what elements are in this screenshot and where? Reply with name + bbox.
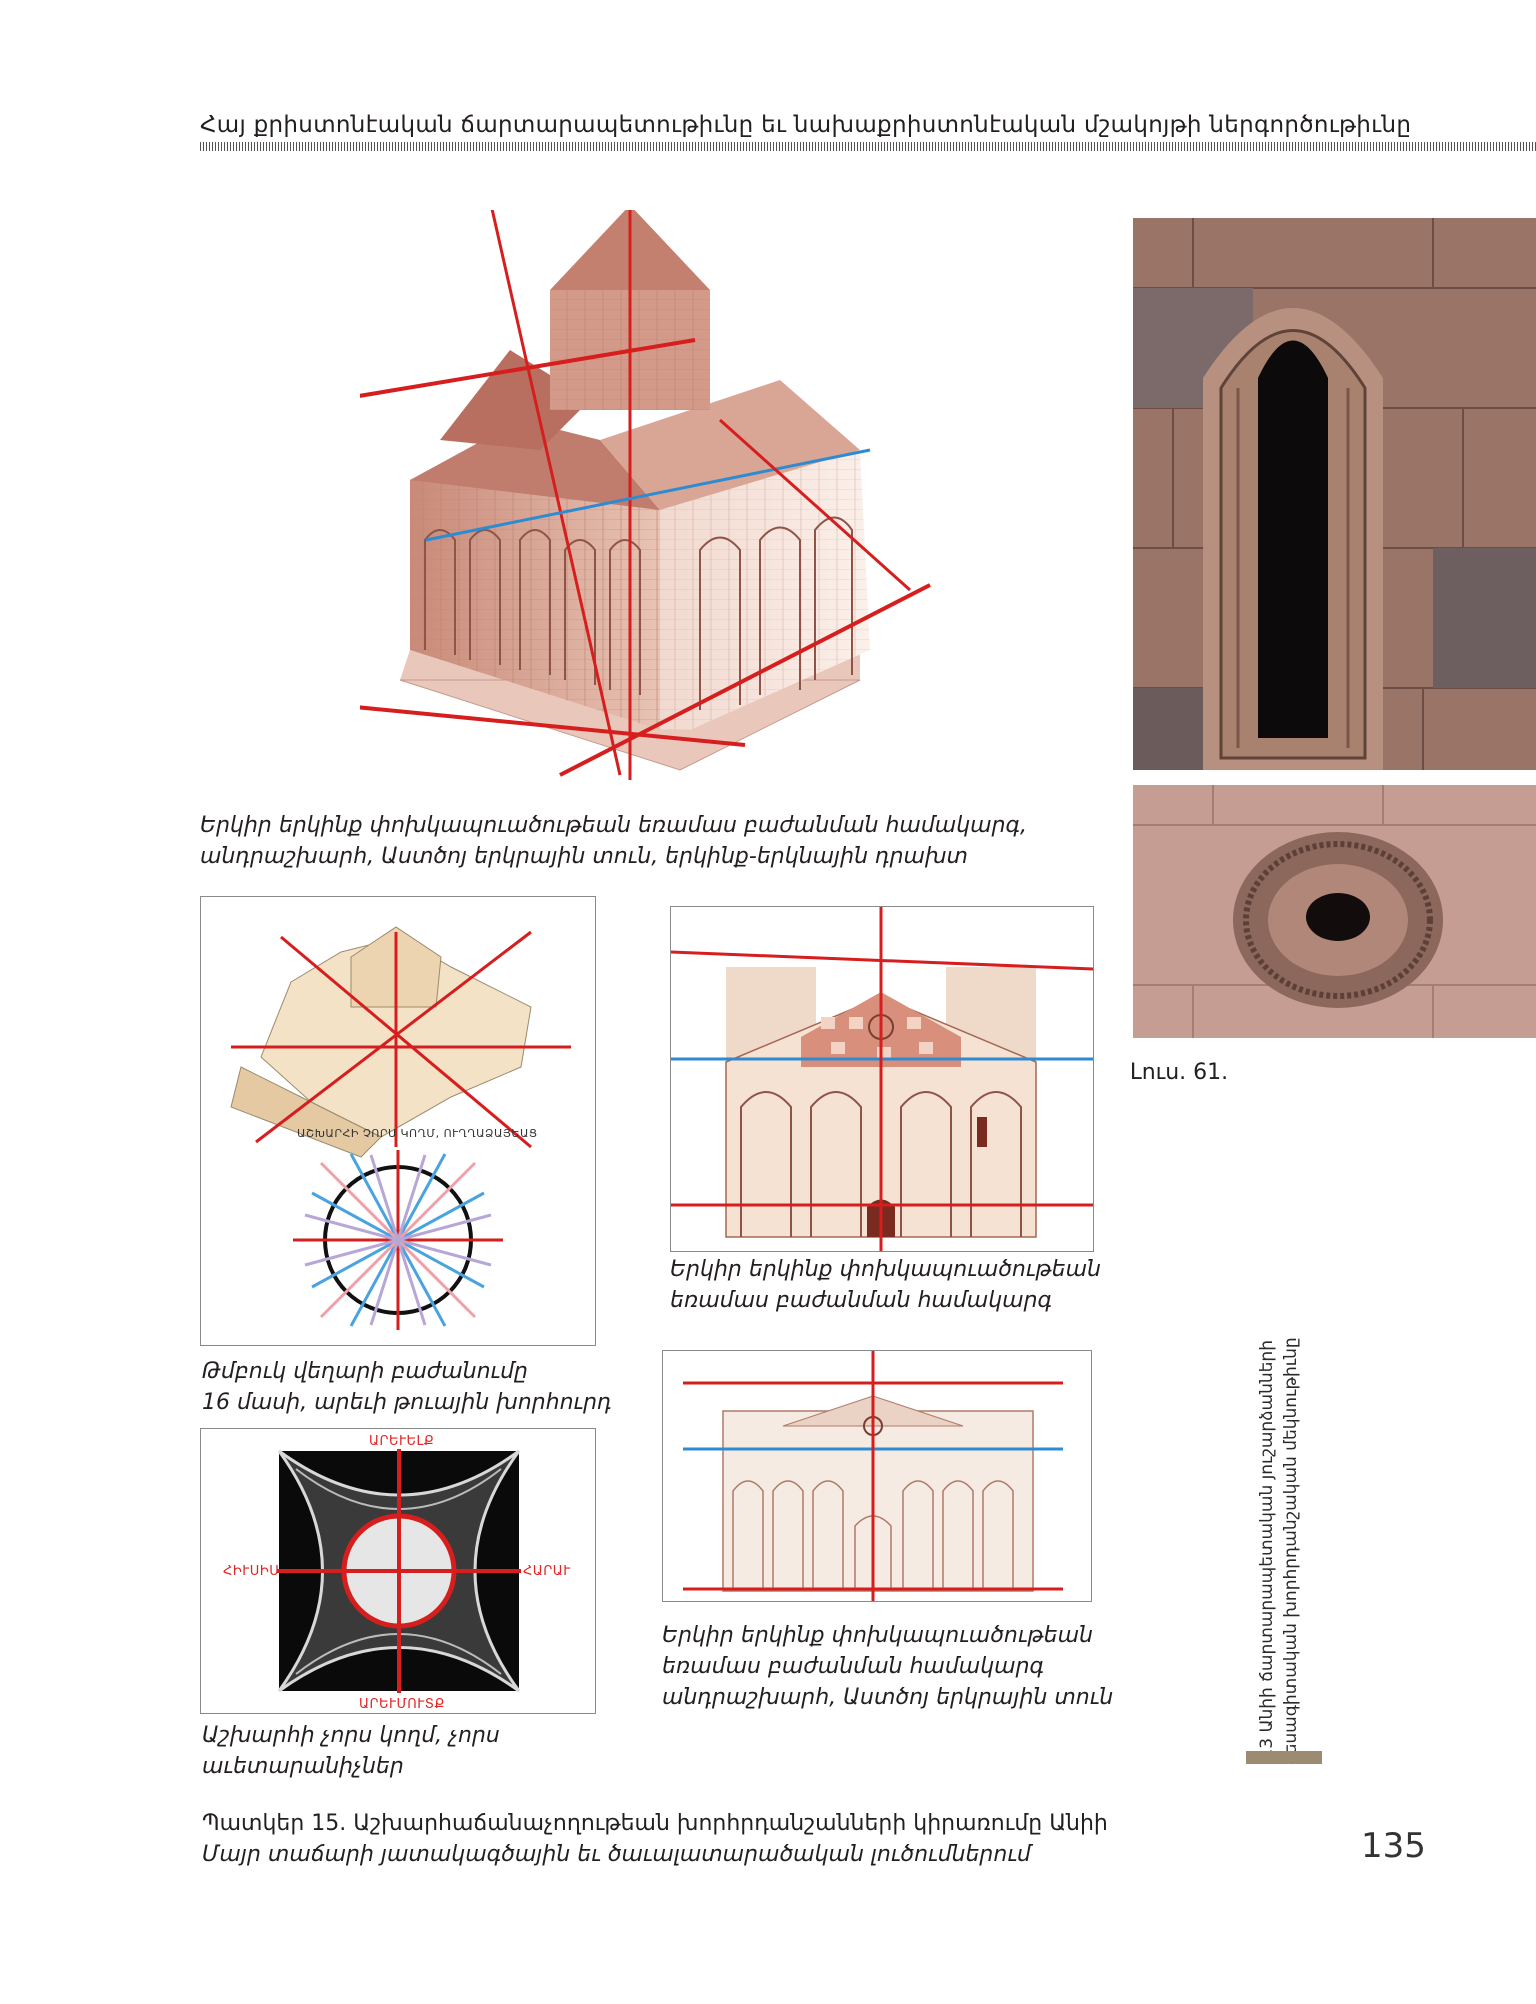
running-header: Հայ քրիստոնէական ճարտարապետութիւնը եւ նա… xyxy=(200,112,1412,138)
label-north: ԱՐԵՒԵԼՔ xyxy=(369,1434,434,1449)
cathedral-caption-line-2: անդրաշխարհ, Աստծոյ երկրային տուն, երկինք… xyxy=(200,844,968,869)
chapter-sidebar: 3.3 Անիի ճարտարապետական յուշարձանների ծե… xyxy=(1255,1245,1327,1765)
facade-top-caption-line-1: Երկիր երկինք փոխկապուածութեան xyxy=(670,1257,1101,1282)
figure-caption-line-2: Մայր տաճարի յատակագծային եւ ծաւալատարածա… xyxy=(202,1842,1031,1867)
facade-bottom-diagram xyxy=(683,1351,1063,1601)
facade-bottom-caption-line-2: եռամաս բաժանման համակարգ xyxy=(662,1654,1045,1679)
dome-diagram: ԱՐԵՒԵԼՔ ԱՐԵՒՄՈՒՏՔ ՀԻՒՍԻՍ ՀԱՐԱՒ xyxy=(223,1434,571,1712)
facade-bottom-caption: Երկիր երկինք փոխկապուածութեան եռամաս բաժ… xyxy=(662,1620,1113,1713)
facade-bottom-caption-line-3: անդրաշխարհ, Աստծոյ երկրային տուն xyxy=(662,1685,1114,1710)
sidebar-accent-bar xyxy=(1246,1751,1322,1764)
window-photo xyxy=(1133,218,1536,770)
drum-caption-line-2: 16 մասի, արեւի թուային խորհուրդ xyxy=(202,1390,612,1415)
dome-caption-line-2: աւետարանիչներ xyxy=(202,1754,404,1779)
window-photo-image xyxy=(1133,218,1536,770)
plan-drum-figure: ԱՇԽԱՐՀԻ ՉՈՐՍ ԿՈՂՄ, ՈՒՂՂԱՁԱՅԵԱՑ xyxy=(200,896,596,1346)
plan-drum-diagram: ԱՇԽԱՐՀԻ ՉՈՐՍ ԿՈՂՄ, ՈՒՂՂԱՁԱՅԵԱՑ xyxy=(230,926,571,1330)
drum-caption: Թմբուկ վեղարի բաժանումը 16 մասի, արեւի թ… xyxy=(202,1356,612,1418)
facade-top-diagram xyxy=(670,907,1094,1251)
figure-caption: Պատկեր 15. Աշխարհաճանաչողութեան խորհրդան… xyxy=(202,1808,1108,1870)
label-west: ՀԻՒՍԻՍ xyxy=(223,1564,279,1579)
facade-bottom-figure xyxy=(662,1350,1092,1602)
label-south: ԱՐԵՒՄՈՒՏՔ xyxy=(359,1697,445,1712)
facade-top-caption: Երկիր երկինք փոխկապուածութեան եռամաս բաժ… xyxy=(670,1254,1101,1316)
dome-caption: Աշխարհի չորս կողմ, չորս աւետարանիչներ xyxy=(202,1720,500,1782)
photo-caption: Լուս. 61. xyxy=(1130,1060,1229,1085)
cathedral-perspective-drawing xyxy=(360,210,931,780)
plan-caption-label: ԱՇԽԱՐՀԻ ՉՈՐՍ ԿՈՂՄ, ՈՒՂՂԱՁԱՅԵԱՑ xyxy=(297,1127,538,1140)
header-rule xyxy=(200,142,1536,151)
facade-bottom-caption-line-1: Երկիր երկինք փոխկապուածութեան xyxy=(662,1623,1093,1648)
label-east: ՀԱՐԱՒ xyxy=(523,1564,571,1579)
sidebar-line-2: ծեսագիտական խորհրդանշական մեկնութիւնը xyxy=(1281,1337,1301,1765)
dome-caption-line-1: Աշխարհի չորս կողմ, չորս xyxy=(202,1723,500,1748)
rosette-photo xyxy=(1133,785,1536,1038)
figure-caption-line-1: Պատկեր 15. Աշխարհաճանաչողութեան խորհրդան… xyxy=(202,1811,1108,1836)
drum-caption-line-1: Թմբուկ վեղարի բաժանումը xyxy=(202,1359,528,1384)
sidebar-line-1: 3.3 Անիի ճարտարապետական յուշարձանների xyxy=(1257,1340,1277,1765)
dome-figure: ԱՐԵՒԵԼՔ ԱՐԵՒՄՈՒՏՔ ՀԻՒՍԻՍ ՀԱՐԱՒ xyxy=(200,1428,596,1714)
facade-top-figure xyxy=(670,906,1094,1252)
facade-top-caption-line-2: եռամաս բաժանման համակարգ xyxy=(670,1288,1053,1313)
page-number: 135 xyxy=(1361,1826,1426,1866)
cathedral-caption-line-1: Երկիր երկինք փոխկապուածութեան եռամաս բաժ… xyxy=(200,813,1027,838)
cathedral-caption: Երկիր երկինք փոխկապուածութեան եռամաս բաժ… xyxy=(200,810,1027,872)
rosette-photo-image xyxy=(1133,785,1536,1038)
